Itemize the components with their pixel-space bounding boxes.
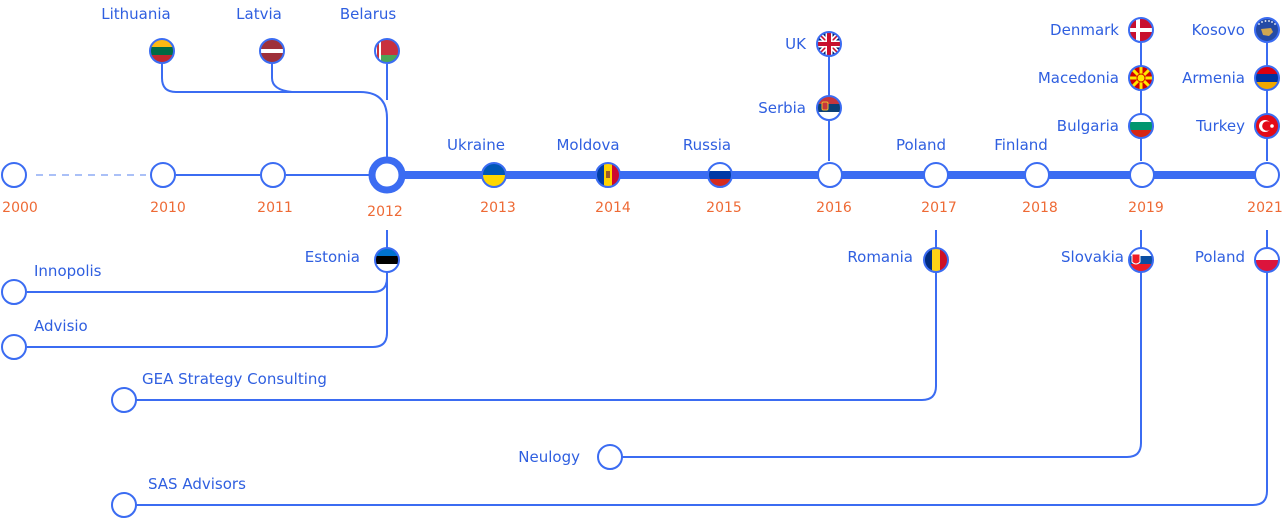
estonia-flag-icon <box>374 247 400 273</box>
label-serbia: Serbia <box>758 99 806 117</box>
year-2014: 2014 <box>595 200 631 216</box>
year-2013: 2013 <box>480 200 516 216</box>
year-2018: 2018 <box>1022 200 1058 216</box>
node-2010 <box>150 162 176 188</box>
label-gea: GEA Strategy Consulting <box>142 370 327 388</box>
label-uk: UK <box>785 35 806 53</box>
year-2012: 2012 <box>367 204 403 220</box>
kosovo-flag-icon <box>1254 17 1280 43</box>
romania-flag-icon <box>923 247 949 273</box>
label-armenia: Armenia <box>1182 69 1245 87</box>
denmark-flag-icon <box>1128 17 1154 43</box>
label-lithuania: Lithuania <box>101 5 171 23</box>
node-2017 <box>923 162 949 188</box>
year-2019: 2019 <box>1128 200 1164 216</box>
node-2011 <box>260 162 286 188</box>
russia-flag-icon <box>707 162 733 188</box>
node-2018 <box>1024 162 1050 188</box>
label-estonia: Estonia <box>304 248 360 266</box>
bulgaria-flag-icon <box>1128 113 1154 139</box>
node-advisio <box>1 334 27 360</box>
label-latvia: Latvia <box>236 5 282 23</box>
ukraine-flag-icon <box>481 162 507 188</box>
slovakia-flag-icon <box>1128 247 1154 273</box>
label-kosovo: Kosovo <box>1191 21 1245 39</box>
label-poland-2017: Poland <box>895 136 947 154</box>
uk-flag-icon <box>816 31 842 57</box>
connector-lines <box>27 43 1268 506</box>
node-gea <box>111 387 137 413</box>
label-denmark: Denmark <box>1050 21 1119 39</box>
label-belarus: Belarus <box>339 5 397 23</box>
label-russia: Russia <box>682 136 732 154</box>
label-sas: SAS Advisors <box>148 475 246 493</box>
label-moldova: Moldova <box>556 136 620 154</box>
year-2021: 2021 <box>1247 200 1282 216</box>
year-2017: 2017 <box>921 200 957 216</box>
label-neulogy: Neulogy <box>518 448 580 466</box>
label-advisio: Advisio <box>34 317 88 335</box>
node-2019 <box>1129 162 1155 188</box>
lithuania-flag-icon <box>149 38 175 64</box>
poland-flag-icon <box>1254 247 1280 273</box>
label-bulgaria: Bulgaria <box>1056 117 1119 135</box>
node-neulogy <box>597 444 623 470</box>
year-2015: 2015 <box>706 200 742 216</box>
year-2010: 2010 <box>150 200 186 216</box>
label-ukraine: Ukraine <box>447 136 505 154</box>
company-nodes <box>1 279 623 518</box>
node-innopolis <box>1 279 27 305</box>
label-poland-2021: Poland <box>1194 248 1245 266</box>
latvia-flag-icon <box>259 38 285 64</box>
year-2011: 2011 <box>257 200 293 216</box>
node-2012 <box>368 156 406 194</box>
node-2000 <box>1 162 27 188</box>
label-finland: Finland <box>994 136 1048 154</box>
belarus-flag-icon <box>374 38 400 64</box>
label-innopolis: Innopolis <box>34 262 102 280</box>
armenia-flag-icon <box>1254 65 1280 91</box>
node-2016 <box>817 162 843 188</box>
year-2000: 2000 <box>2 200 38 216</box>
node-sas <box>111 492 137 518</box>
moldova-flag-icon <box>595 162 621 188</box>
year-nodes <box>1 162 1280 188</box>
serbia-flag-icon <box>816 95 842 121</box>
label-turkey: Turkey <box>1196 117 1245 135</box>
year-2016: 2016 <box>816 200 852 216</box>
label-slovakia: Slovakia <box>1061 248 1124 266</box>
label-macedonia: Macedonia <box>1037 69 1119 87</box>
label-romania: Romania <box>847 248 913 266</box>
macedonia-flag-icon <box>1128 65 1154 91</box>
node-2021 <box>1254 162 1280 188</box>
turkey-flag-icon <box>1254 113 1280 139</box>
